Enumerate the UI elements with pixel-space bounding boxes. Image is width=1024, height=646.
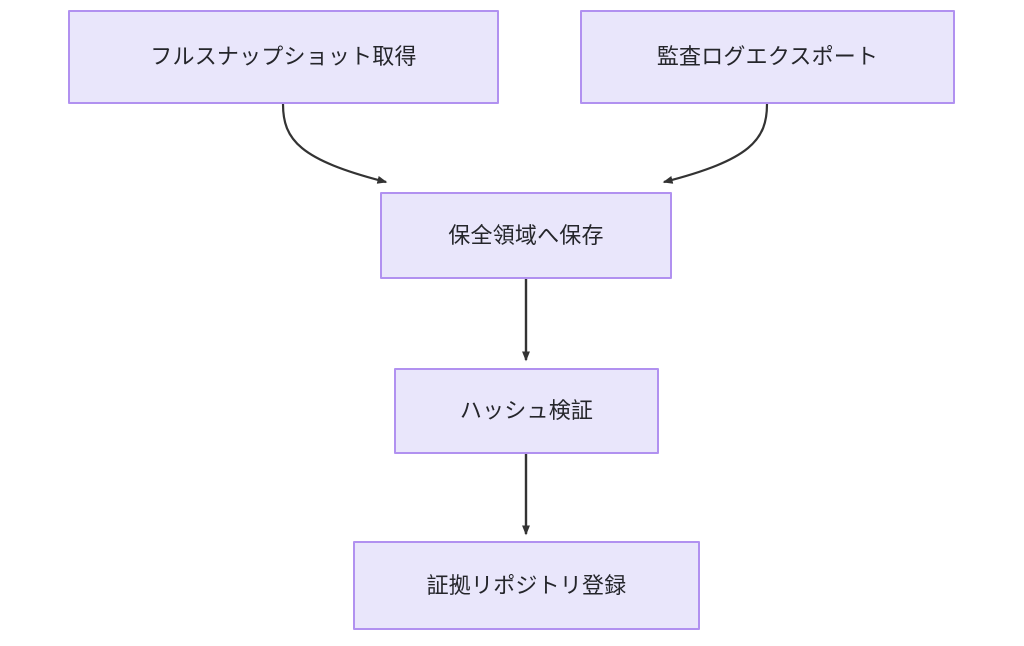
node-hash-verify[interactable]: ハッシュ検証 — [394, 368, 659, 454]
node-preserve-store[interactable]: 保全領域へ保存 — [380, 192, 672, 279]
edge-audit-log-export-to-preserve-store — [662, 103, 769, 184]
node-evidence-repo[interactable]: 証拠リポジトリ登録 — [353, 541, 700, 630]
node-audit-log-export-label: 監査ログエクスポート — [656, 44, 879, 70]
edge-full-snapshot-to-preserve-store — [281, 103, 388, 184]
node-evidence-repo-label: 証拠リポジトリ登録 — [426, 572, 627, 598]
node-preserve-store-label: 保全領域へ保存 — [448, 222, 604, 248]
node-hash-verify-label: ハッシュ検証 — [459, 398, 594, 424]
node-audit-log-export[interactable]: 監査ログエクスポート — [580, 10, 955, 104]
node-full-snapshot-label: フルスナップショット取得 — [150, 44, 417, 70]
node-full-snapshot[interactable]: フルスナップショット取得 — [68, 10, 499, 104]
